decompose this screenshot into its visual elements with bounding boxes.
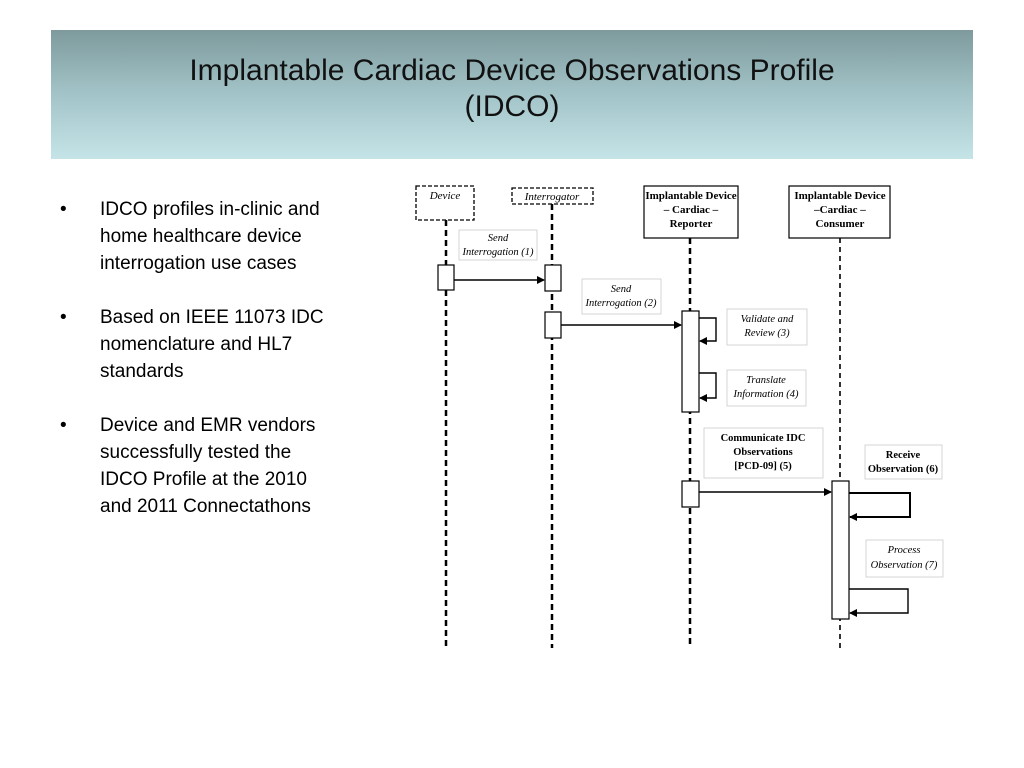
actor-reporter-line: Implantable Device (645, 190, 736, 202)
bullet-text-line: standards (100, 361, 184, 382)
bullet-text-line: successfully tested the (100, 442, 292, 463)
title-line-1: Implantable Cardiac Device Observations … (189, 53, 835, 87)
actor-consumer-line: Consumer (816, 218, 865, 230)
message-label-line: Receive (886, 450, 921, 461)
message-communicate-idc-observations-5: Communicate IDC Observations [PCD-09] (5… (699, 427, 832, 496)
message-label-line: Interrogation (1) (461, 247, 534, 258)
bullet-item: • Device and EMR vendors successfully te… (56, 412, 376, 520)
actor-device-label: Device (429, 190, 461, 202)
bullet-list: • IDCO profiles in-clinic and home healt… (56, 196, 376, 547)
message-label-line: Information (4) (732, 389, 799, 400)
message-validate-review-3: Validate and Review (3) (699, 308, 808, 346)
bullet-text-line: home healthcare device (100, 226, 302, 247)
message-label-line: Send (488, 233, 509, 244)
message-send-interrogation-2: Send Interrogation (2) (561, 278, 682, 329)
activation-device (437, 264, 455, 291)
bullet-dot: • (60, 415, 67, 436)
bullet-text-line: and 2011 Connectathons (100, 496, 311, 517)
actor-reporter-line: – Cardiac – (663, 204, 719, 216)
message-label-line: Review (3) (743, 328, 790, 339)
bullet-text-line: IDCO profiles in-clinic and (100, 199, 320, 220)
message-label-line: Validate and (741, 314, 795, 325)
actor-consumer-line: –Cardiac – (813, 204, 866, 216)
message-label-line: Interrogation (2) (584, 298, 657, 309)
message-label-line: Process (887, 545, 921, 556)
activation-reporter-2 (681, 480, 700, 508)
bullet-dot: • (60, 199, 67, 220)
actor-reporter: Implantable Device – Cardiac – Reporter (643, 185, 739, 239)
message-label-line: Communicate IDC (721, 433, 806, 444)
message-label-line: Observation (7) (871, 560, 938, 571)
actor-consumer-line: Implantable Device (794, 190, 885, 202)
actor-device: Device (415, 185, 475, 221)
bullet-item: • IDCO profiles in-clinic and home healt… (56, 196, 376, 277)
actor-interrogator: Interrogator (511, 187, 594, 205)
actor-interrogator-label: Interrogator (524, 191, 580, 203)
message-label-line: Send (611, 284, 632, 295)
title-line-2: (IDCO) (464, 89, 560, 123)
slide-title: Implantable Cardiac Device Observations … (189, 53, 834, 125)
bullet-text-line: Based on IEEE 11073 IDC (100, 307, 324, 328)
bullet-text-line: Device and EMR vendors (100, 415, 316, 436)
bullet-item: • Based on IEEE 11073 IDC nomenclature a… (56, 304, 376, 385)
message-label-line: [PCD-09] (5) (734, 461, 792, 472)
message-process-observation-7: Process Observation (7) (849, 539, 944, 617)
activation-reporter-1 (681, 310, 700, 413)
bullet-text-line: nomenclature and HL7 (100, 334, 293, 355)
message-receive-observation-6: Receive Observation (6) (849, 444, 943, 521)
message-send-interrogation-1: Send Interrogation (1) (454, 229, 545, 284)
message-label-line: Translate (746, 375, 786, 386)
message-label-line: Observations (733, 447, 793, 458)
activation-interrogator-2 (544, 311, 562, 339)
activation-interrogator-1 (544, 264, 562, 292)
message-translate-information-4: Translate Information (4) (699, 369, 807, 407)
bullet-text-line: interrogation use cases (100, 253, 297, 274)
bullet-text-line: IDCO Profile at the 2010 (100, 469, 307, 490)
actor-consumer: Implantable Device –Cardiac – Consumer (788, 185, 891, 239)
bullet-dot: • (60, 307, 67, 328)
actor-reporter-line: Reporter (670, 218, 713, 230)
activation-consumer (831, 480, 850, 620)
message-label-line: Observation (6) (868, 464, 939, 475)
title-bar: Implantable Cardiac Device Observations … (51, 30, 973, 159)
